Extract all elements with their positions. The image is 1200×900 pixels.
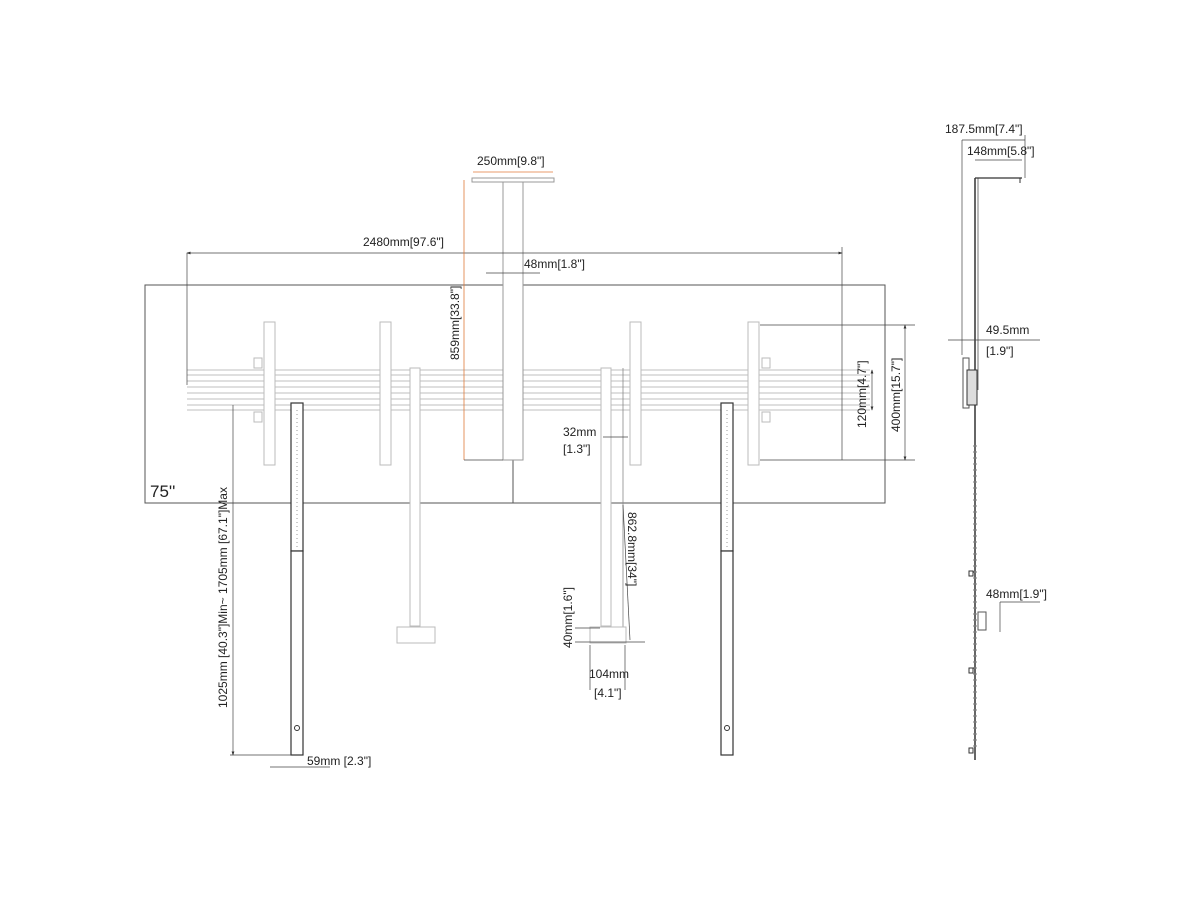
foot-width-mm-label: 104mm bbox=[589, 667, 629, 681]
horizontal-rails bbox=[187, 369, 870, 411]
mount-depth-mm-label: 49.5mm bbox=[986, 323, 1029, 337]
ceiling-pole bbox=[471, 177, 555, 461]
leg-length-label: 1025mm [40.3"]Min~ 1705mm [67.1"]Max bbox=[216, 487, 230, 708]
top-depth-label: 187.5mm[7.4"] bbox=[945, 122, 1023, 136]
dimension-lines bbox=[186, 171, 915, 768]
foot-height-label: 40mm[1.6"] bbox=[561, 587, 575, 648]
rail-height-label: 120mm[4.7"] bbox=[855, 360, 869, 428]
front-view: 75'' 250mm[9.8"] 2480mm[97.6"] 48mm[1.8"… bbox=[144, 154, 915, 768]
mount-depth-in-label: [1.9"] bbox=[986, 344, 1014, 358]
floor-legs bbox=[290, 402, 734, 756]
pole-height-label: 859mm[33.8"] bbox=[448, 286, 462, 360]
center-posts bbox=[396, 367, 627, 644]
bracket-height-label: 400mm[15.7"] bbox=[889, 358, 903, 432]
side-view: 187.5mm[7.4"] 148mm[5.8"] 49.5mm [1.9"] … bbox=[945, 122, 1047, 760]
overall-width-label: 2480mm[97.6"] bbox=[363, 235, 444, 249]
foot-width-in-label: [4.1"] bbox=[594, 686, 622, 700]
leg-width-label: 59mm [2.3"] bbox=[307, 754, 371, 768]
screen-size-label: 75'' bbox=[150, 482, 175, 501]
pole-width-label: 48mm[1.8"] bbox=[524, 257, 585, 271]
ceiling-plate-width-label: 250mm[9.8"] bbox=[477, 154, 545, 168]
post-length-label: 862.8mm[34"] bbox=[625, 512, 639, 586]
foot-depth-label: 48mm[1.9"] bbox=[986, 587, 1047, 601]
post-width-mm-label: 32mm bbox=[563, 425, 596, 439]
post-width-in-label: [1.3"] bbox=[563, 442, 591, 456]
arm-depth-label: 148mm[5.8"] bbox=[967, 144, 1035, 158]
screen-brackets bbox=[253, 321, 771, 466]
